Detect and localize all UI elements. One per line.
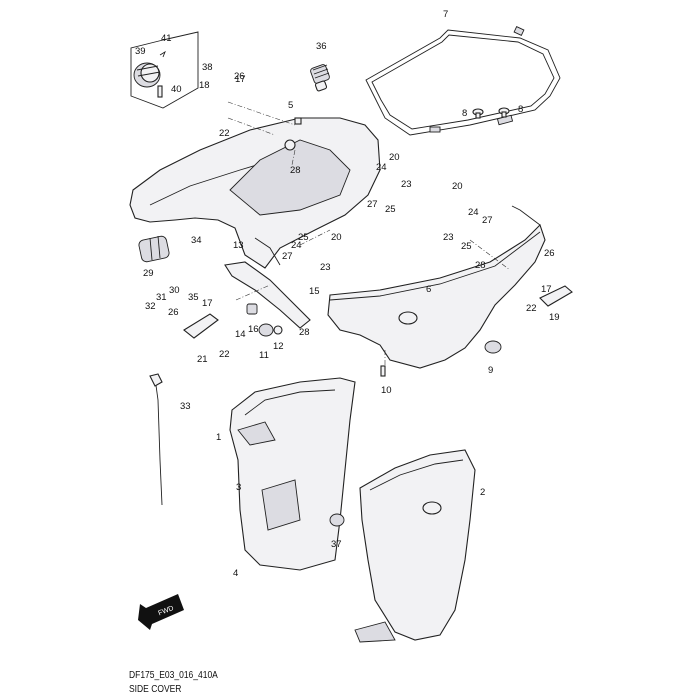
callout-22[interactable]: 22: [219, 349, 230, 360]
callout-36[interactable]: 36: [316, 41, 327, 52]
part-19-lever[interactable]: [539, 285, 573, 307]
callout-32[interactable]: 32: [145, 301, 156, 312]
part-33-cable-tie[interactable]: [149, 373, 163, 506]
callout-9[interactable]: 9: [488, 365, 493, 376]
part-10-screw[interactable]: [380, 365, 386, 377]
callout-23[interactable]: 23: [401, 179, 412, 190]
callout-39[interactable]: 39: [135, 46, 146, 57]
part-7-seal[interactable]: [365, 25, 561, 136]
callout-16[interactable]: 16: [248, 324, 259, 335]
callout-20[interactable]: 20: [452, 181, 463, 192]
callout-17[interactable]: 17: [235, 74, 246, 85]
callout-31[interactable]: 31: [156, 292, 167, 303]
callout-15[interactable]: 15: [309, 286, 320, 297]
part-16-cushion[interactable]: [246, 303, 258, 315]
assembly-leader-lines: [227, 101, 511, 365]
callout-22[interactable]: 22: [219, 128, 230, 139]
callout-30[interactable]: 30: [169, 285, 180, 296]
callout-25[interactable]: 25: [461, 241, 472, 252]
callout-27[interactable]: 27: [367, 199, 378, 210]
callout-23[interactable]: 23: [320, 262, 331, 273]
callout-17[interactable]: 17: [202, 298, 213, 309]
part-37-grommet[interactable]: [329, 513, 345, 527]
part-29-grommet[interactable]: [138, 235, 170, 263]
part-8-clips[interactable]: [472, 107, 510, 119]
callout-20[interactable]: 20: [331, 232, 342, 243]
callout-14[interactable]: 14: [235, 329, 246, 340]
callout-24[interactable]: 24: [468, 207, 479, 218]
callout-7[interactable]: 7: [443, 9, 448, 20]
callout-6[interactable]: 6: [426, 284, 431, 295]
callout-27[interactable]: 27: [282, 251, 293, 262]
part-9-grommet[interactable]: [484, 340, 502, 354]
callout-29[interactable]: 29: [143, 268, 154, 279]
callout-12[interactable]: 12: [273, 341, 284, 352]
callout-38[interactable]: 38: [202, 62, 213, 73]
callout-8[interactable]: 8: [462, 108, 467, 119]
callout-23[interactable]: 23: [443, 232, 454, 243]
diagram-code: DF175_E03_016_410A: [129, 670, 218, 681]
part-21-lever[interactable]: [183, 313, 219, 339]
callout-2[interactable]: 2: [480, 487, 485, 498]
callout-13[interactable]: 13: [233, 240, 244, 251]
part-2-lower-starboard-cover[interactable]: [354, 449, 476, 643]
part-36-grommet[interactable]: [310, 64, 331, 92]
diagram-title: SIDE COVER: [129, 684, 182, 695]
callout-35[interactable]: 35: [188, 292, 199, 303]
callout-24[interactable]: 24: [376, 162, 387, 173]
callout-40[interactable]: 40: [171, 84, 182, 95]
callout-19[interactable]: 19: [549, 312, 560, 323]
callout-27[interactable]: 27: [482, 215, 493, 226]
part-13-bracket[interactable]: [224, 261, 311, 329]
callout-28[interactable]: 28: [475, 260, 486, 271]
callout-11[interactable]: 11: [259, 350, 269, 361]
callout-4[interactable]: 4: [233, 568, 238, 579]
callout-33[interactable]: 33: [180, 401, 191, 412]
callout-8[interactable]: 8: [518, 104, 523, 115]
callout-37[interactable]: 37: [331, 539, 342, 550]
callout-10[interactable]: 10: [381, 385, 392, 396]
callout-28[interactable]: 28: [290, 165, 301, 176]
callout-34[interactable]: 34: [191, 235, 202, 246]
callout-26[interactable]: 26: [168, 307, 179, 318]
fwd-direction-arrow: FWD: [138, 594, 184, 630]
callout-22[interactable]: 22: [526, 303, 537, 314]
part-5-upper-port-cover[interactable]: [129, 117, 381, 269]
callout-26[interactable]: 26: [544, 248, 555, 259]
callout-25[interactable]: 25: [385, 204, 396, 215]
callout-26[interactable]: 26: [234, 71, 245, 82]
callout-3[interactable]: 3: [236, 482, 241, 493]
callout-41[interactable]: 41: [161, 33, 172, 44]
callout-20[interactable]: 20: [389, 152, 400, 163]
callout-24[interactable]: 24: [291, 240, 302, 251]
callout-5[interactable]: 5: [288, 100, 293, 111]
part-11-grommet[interactable]: [258, 323, 274, 337]
part-38-kit[interactable]: [130, 31, 199, 109]
callout-1[interactable]: 1: [216, 432, 221, 443]
part-12-washer[interactable]: [273, 325, 283, 335]
callout-25[interactable]: 25: [298, 232, 309, 243]
callout-21[interactable]: 21: [197, 354, 208, 365]
callout-17[interactable]: 17: [541, 284, 552, 295]
part-6-upper-starboard-cover[interactable]: [327, 205, 546, 369]
callout-18[interactable]: 18: [199, 80, 210, 91]
part-1-lower-port-cover[interactable]: [229, 377, 356, 571]
callout-28[interactable]: 28: [299, 327, 310, 338]
